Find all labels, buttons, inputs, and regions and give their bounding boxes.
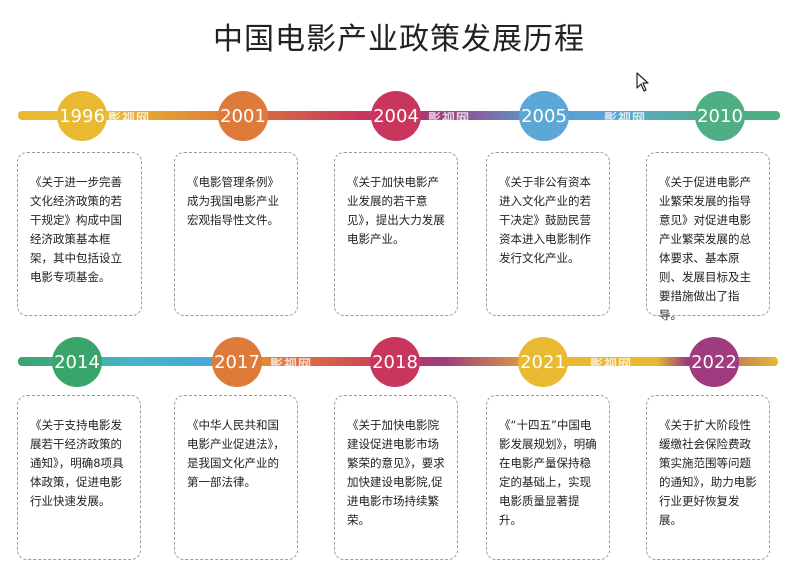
milestone-card-2001: 《电影管理条例》成为我国电影产业宏观指导性文件。	[174, 152, 298, 316]
year-marker-2010: 2010	[695, 91, 745, 141]
watermark: 影视网	[108, 112, 151, 127]
milestone-card-2010: 《关于促进电影产业繁荣发展的指导意见》对促进电影产业繁荣发展的总体要求、基本原则…	[646, 152, 770, 322]
milestone-card-2022: 《关于扩大阶段性缓缴社会保险费政策实施范围等问题的通知》，助力电影行业更好恢复发…	[646, 395, 770, 560]
year-marker-1996: 1996	[57, 91, 107, 141]
milestone-card-2017: 《中华人民共和国电影产业促进法》，是我国文化产业的第一部法律。	[174, 395, 298, 560]
watermark: 影视网	[604, 112, 647, 127]
watermark: 影视网	[590, 358, 633, 373]
year-marker-2004: 2004	[371, 91, 421, 141]
year-marker-2021: 2021	[518, 337, 568, 387]
year-marker-2014: 2014	[52, 337, 102, 387]
watermark: 影视网	[270, 358, 313, 373]
year-marker-2022: 2022	[689, 337, 739, 387]
milestone-card-1996: 《关于进一步完善文化经济政策的若干规定》构成中国经济政策基本框架，其中包括设立电…	[17, 152, 142, 316]
year-marker-2005: 2005	[519, 91, 569, 141]
year-marker-2001: 2001	[218, 91, 268, 141]
year-marker-2018: 2018	[370, 337, 420, 387]
page-title: 中国电影产业政策发展历程	[213, 22, 585, 57]
year-marker-2017: 2017	[212, 337, 262, 387]
milestone-card-2014: 《关于支持电影发展若干经济政策的通知》，明确8项具体政策，促进电影行业快速发展。	[17, 395, 141, 560]
milestone-card-2018: 《关于加快电影院建设促进电影市场繁荣的意见》，要求加快建设电影院,促进电影市场持…	[334, 395, 458, 560]
milestone-card-2004: 《关于加快电影产业发展的若干意见》，提出大力发展电影产业。	[334, 152, 458, 316]
milestone-card-2005: 《关于非公有资本进入文化产业的若干决定》鼓励民营资本进入电影制作发行文化产业。	[486, 152, 610, 316]
mouse-cursor-icon	[636, 72, 649, 92]
milestone-card-2021: 《“十四五”中国电影发展规划》，明确在电影产量保持稳定的基础上，实现电影质量显著…	[486, 395, 610, 560]
watermark: 影视网	[428, 112, 471, 127]
